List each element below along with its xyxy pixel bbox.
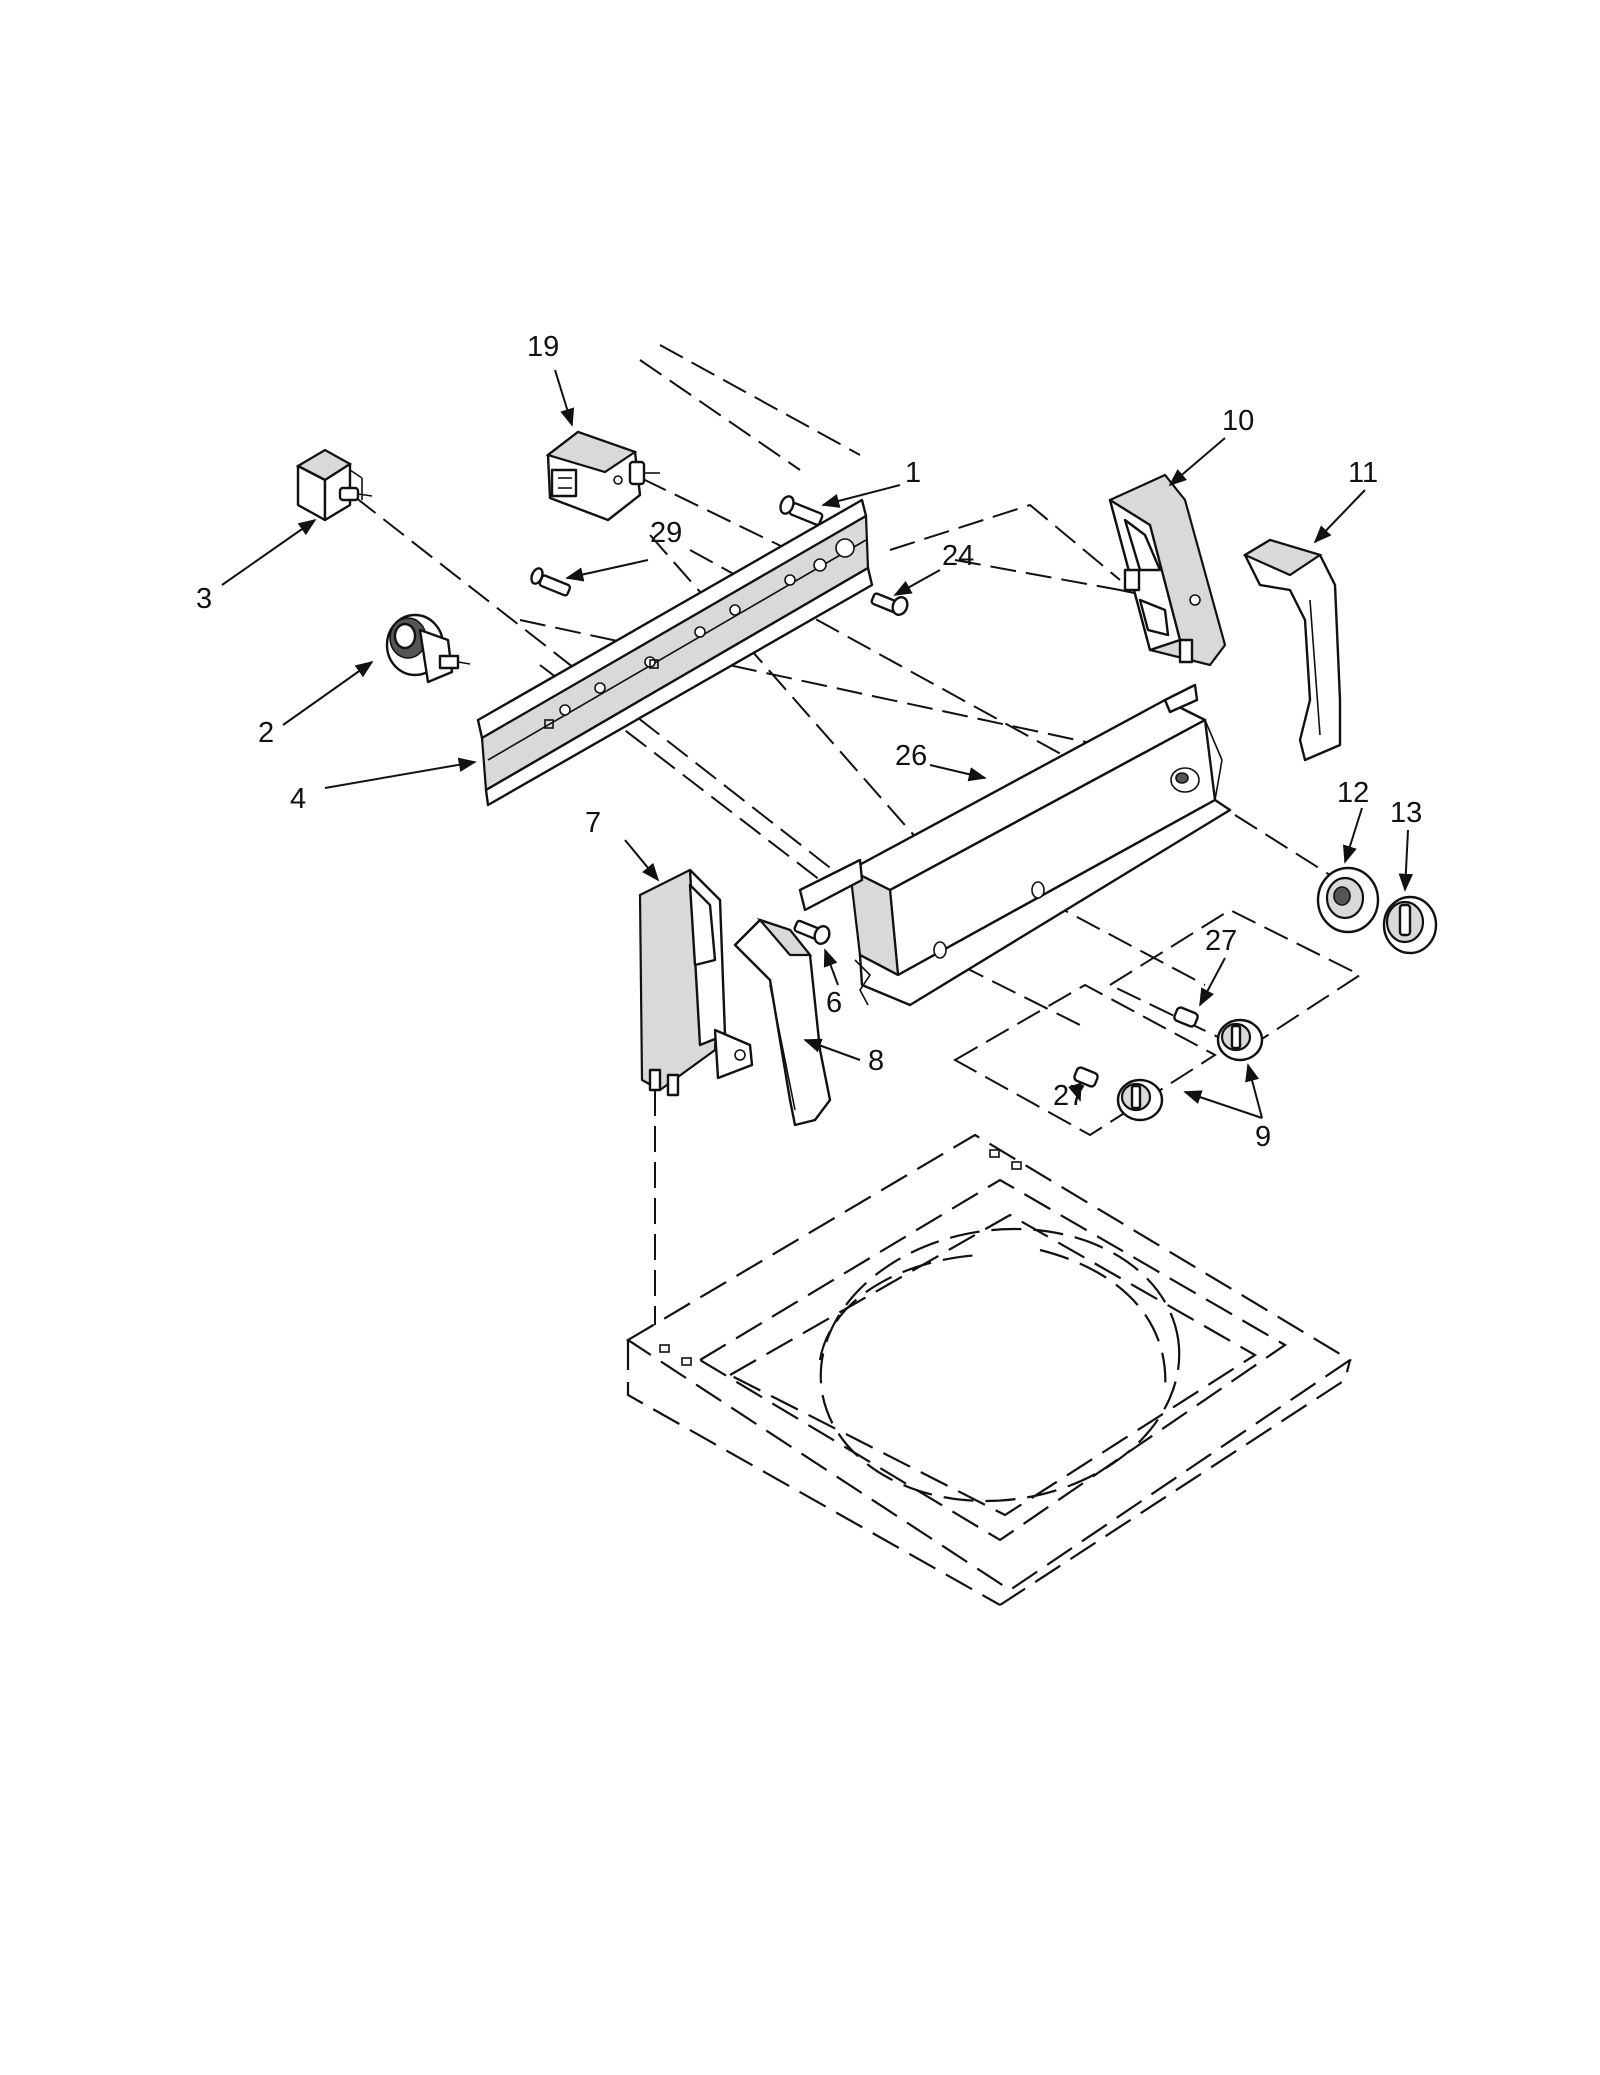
callout-9: 9: [1255, 1121, 1271, 1153]
callout-3: 3: [196, 583, 212, 615]
part-13-knob: [1382, 895, 1438, 955]
callout-2: 2: [258, 717, 274, 749]
part-4-control-bracket: [476, 498, 874, 807]
part-8-left-trim: [733, 917, 832, 1127]
washer-top-outline: [625, 1133, 1353, 1606]
callout-7: 7: [585, 807, 601, 839]
callout-29: 29: [650, 517, 682, 549]
callout-1: 1: [905, 457, 921, 489]
part-24-screw: [870, 592, 909, 616]
part-12-knob-skirt: [1316, 866, 1380, 934]
part-27-bushing-lower: [1073, 1066, 1099, 1088]
callout-4: 4: [290, 783, 306, 815]
callout-13: 13: [1390, 797, 1422, 829]
part-19-switch: [545, 430, 660, 522]
callout-8: 8: [868, 1045, 884, 1077]
part-7-left-endcap: [638, 868, 754, 1097]
leader-arrows: [221, 369, 1414, 1119]
callout-12: 12: [1337, 777, 1369, 809]
part-2-rotary-switch: [385, 613, 471, 684]
callout-labels: 1 2 3 4 6 7 8 9 10 11 12 13 19 24 26 27 …: [196, 331, 1422, 1153]
part-6-screw: [793, 919, 831, 945]
callout-6: 6: [826, 987, 842, 1019]
part-1-screw: [779, 495, 824, 526]
part-9-knob-lower: [1116, 1078, 1164, 1122]
knob-group-outlines: [952, 908, 1363, 1137]
part-26-console-panel: [798, 683, 1232, 1007]
callout-27-upper: 27: [1205, 925, 1237, 957]
part-3-switch: [295, 448, 373, 522]
callout-27-lower: 27: [1053, 1080, 1085, 1112]
part-11-right-trim: [1242, 538, 1342, 762]
part-10-right-endcap: [1108, 473, 1227, 667]
part-9-knob-upper: [1216, 1018, 1264, 1062]
callout-24: 24: [942, 540, 974, 572]
callout-26: 26: [895, 740, 927, 772]
callout-11: 11: [1348, 457, 1378, 489]
part-27-bushing-upper: [1173, 1006, 1199, 1028]
callout-10: 10: [1222, 405, 1254, 437]
part-29-screw: [530, 567, 572, 597]
callout-19: 19: [527, 331, 559, 363]
